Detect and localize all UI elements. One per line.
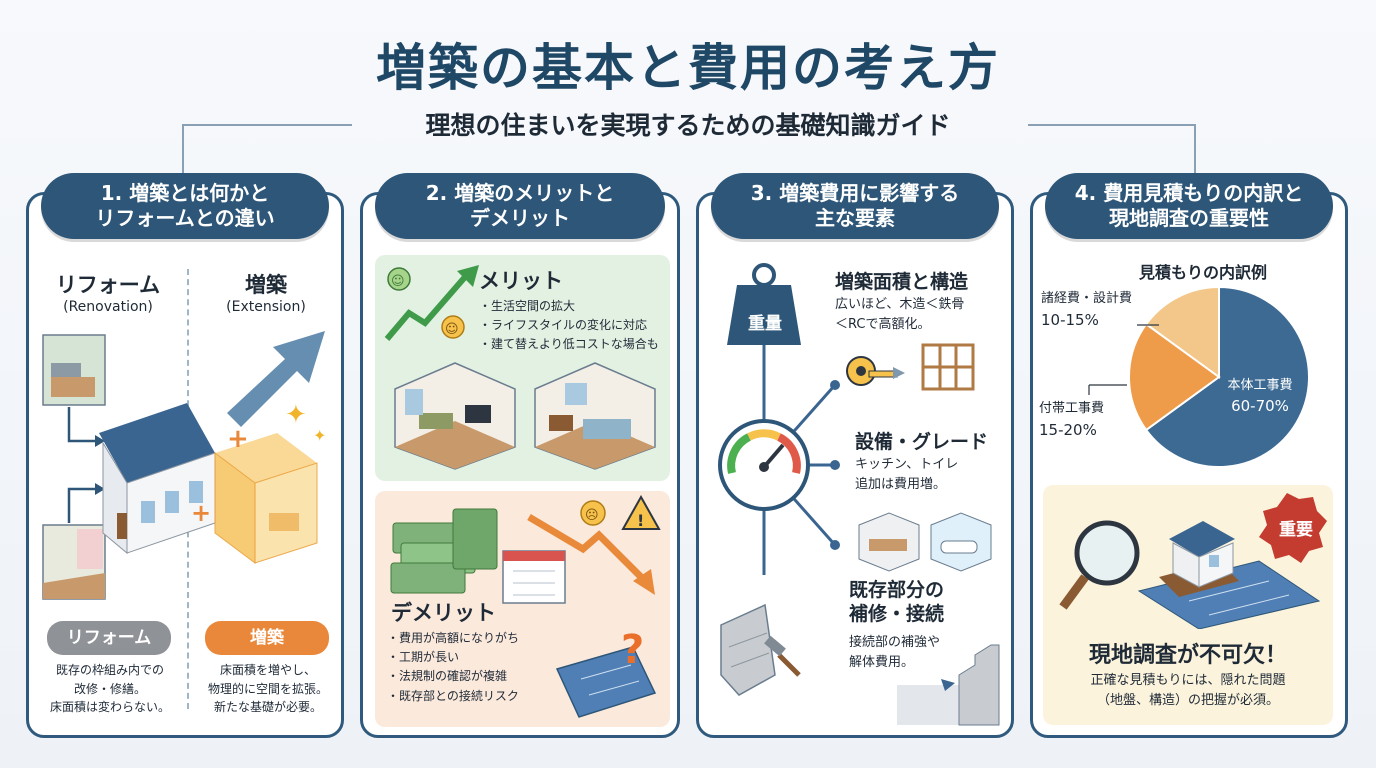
important-badge: 重要 <box>1279 520 1313 540</box>
house-model-icon <box>1159 521 1239 597</box>
pie-slice <box>1128 322 1221 432</box>
gauge-icon <box>718 419 810 511</box>
factor-connection-title: 既存部分の 補修・接続 <box>849 579 945 625</box>
survey-illustration <box>1059 493 1327 629</box>
frame-line-right-h <box>1028 124 1196 126</box>
slice-value: 15-20% <box>1039 420 1097 439</box>
bedroom-icon <box>534 362 656 470</box>
house-extension-illustration: + + ✦ ✦ <box>42 331 326 600</box>
factor-grade-desc: キッチン、トイレ 追加は費用増。 <box>855 457 959 493</box>
room-illustrations <box>394 362 656 470</box>
svg-text:☺: ☺ <box>445 322 459 337</box>
factor-area-title: 増築面積と構造 <box>835 271 969 293</box>
list-item: ライフスタイルの変化に対応 <box>479 316 667 335</box>
callout-title: 現地調査が不可欠！ <box>1088 643 1287 668</box>
page-title: 増築の基本と費用の考え方 <box>376 39 1000 97</box>
svg-text:+: + <box>191 499 211 527</box>
calendar-icon <box>502 550 566 604</box>
extension-description: 床面積を増やし、 物理的に空間を拡張。 新たな基礎が必要。 <box>207 663 328 715</box>
panel3-heading: 3. 増築費用に影響する 主な要素 <box>711 173 999 239</box>
list-item: 工期が長い <box>387 648 557 667</box>
svg-text:☺: ☺ <box>391 274 405 289</box>
callout-description: 正確な見積もりには、隠れた問題 （地盤、構造）の把握が必須。 <box>1090 673 1286 709</box>
panel1-heading: 1. 増築とは何かと リフォームとの違い <box>41 173 329 239</box>
slice-name: 付帯工事費 <box>1039 401 1105 416</box>
reform-pill: リフォーム <box>47 621 171 655</box>
panel-estimate-survey: 4. 費用見積もりの内訳と 現地調査の重要性 見積もりの内訳例 諸経費・設計費 … <box>1030 173 1348 738</box>
svg-text:?: ? <box>621 627 644 673</box>
demerit-section: ☹ ! デメリット 費用が高額になりがち 工期が長い 法規制の確認が複雑 既存部… <box>375 491 670 727</box>
broken-wall-icon <box>720 603 801 696</box>
slice-name: 諸経費・設計費 <box>1041 291 1133 306</box>
pie-slice <box>1144 285 1220 379</box>
svg-text:+: + <box>227 424 249 454</box>
svg-text:☹: ☹ <box>585 508 599 523</box>
panel4-heading: 4. 費用見積もりの内訳と 現地調査の重要性 <box>1045 173 1333 239</box>
money-stack-icon <box>390 508 498 594</box>
money-down-arrow-icon: ☹ ! <box>390 495 661 604</box>
frame-line-right-v <box>1194 124 1196 180</box>
kitchen-icon <box>858 512 920 572</box>
slice-value: 10-15% <box>1041 310 1099 329</box>
interior-thumbnail-wall <box>42 524 106 600</box>
house-frame-icon <box>921 343 975 391</box>
svg-text:✦: ✦ <box>285 400 307 430</box>
panel-merits-demerits: 2. 増築のメリットと デメリット ☺ ☺ メリット 生活空間の拡大 ライフスタ… <box>360 173 680 738</box>
bathroom-icon <box>930 512 992 572</box>
frame-line-left-v <box>182 124 184 180</box>
merit-title: メリット <box>479 269 563 293</box>
reform-subtitle: (Renovation) <box>63 299 153 315</box>
weight-icon <box>727 263 801 345</box>
merit-section: ☺ ☺ メリット 生活空間の拡大 ライフスタイルの変化に対応 建て替えより低コス… <box>375 255 670 481</box>
estimate-pie-chart <box>1088 285 1310 468</box>
panel2-heading: 2. 増築のメリットと デメリット <box>375 173 665 239</box>
svg-text:✦: ✦ <box>313 426 326 445</box>
growth-arrow-icon: ☺ ☺ <box>384 265 479 341</box>
reform-description: 既存の枠組み内での 改修・修繕。 床面積は変わらない。 <box>49 663 170 715</box>
frame-line-left-h <box>182 124 352 126</box>
list-item: 法規制の確認が複雑 <box>387 667 557 686</box>
merit-list: 生活空間の拡大 ライフスタイルの変化に対応 建て替えより低コストな場合も <box>479 297 667 355</box>
extension-subtitle: (Extension) <box>226 299 306 315</box>
demerit-list: 費用が高額になりがち 工期が長い 法規制の確認が複雑 既存部との接続リスク <box>387 629 557 706</box>
interior-thumbnail-kitchen <box>42 334 106 406</box>
site-survey-callout: 重要 現地調査が不可欠！ 正確な見積もりには、隠れた問題 （地盤、構造）の把握が… <box>1043 485 1333 725</box>
living-room-icon <box>394 362 516 470</box>
extension-title: 増築 <box>245 273 287 297</box>
svg-text:!: ! <box>637 511 644 530</box>
list-item: 生活空間の拡大 <box>479 297 667 316</box>
magnifier-icon <box>1059 520 1140 610</box>
weight-label: 重量 <box>748 314 782 334</box>
page-subtitle: 理想の住まいを実現するための基礎知識ガイド <box>425 111 951 140</box>
factor-connection-desc: 接続部の補強や 解体費用。 <box>849 635 941 671</box>
demerit-title: デメリット <box>391 601 496 625</box>
factor-grade-title: 設備・グレード <box>855 431 989 453</box>
tape-measure-icon <box>846 356 898 386</box>
list-item: 費用が高額になりがち <box>387 629 557 648</box>
extension-pill: 増築 <box>205 621 329 655</box>
stairs-icon <box>897 644 1000 726</box>
list-item: 既存部との接続リスク <box>387 687 557 706</box>
slice-label-ancillary: 付帯工事費 15-20% <box>1039 399 1104 441</box>
chart-title: 見積もりの内訳例 <box>1138 263 1267 282</box>
reform-title: リフォーム <box>55 273 161 297</box>
panel-reform-vs-extension: 1. 増築とは何かと リフォームとの違い リフォーム (Renovation) … <box>26 173 344 738</box>
cost-factor-diagram <box>718 263 1000 726</box>
blueprint-question-icon: ? <box>555 627 657 718</box>
slice-label-misc: 諸経費・設計費 10-15% <box>1041 289 1132 331</box>
slice-label-main: 本体工事費 60-70% <box>1201 377 1319 418</box>
pie-slice <box>1144 285 1310 468</box>
slice-value: 60-70% <box>1231 396 1289 415</box>
list-item: 建て替えより低コストな場合も <box>479 335 667 354</box>
important-badge-icon <box>1259 493 1327 563</box>
slice-name: 本体工事費 <box>1227 378 1293 393</box>
panel-cost-factors: 3. 増築費用に影響する 主な要素 <box>696 173 1014 738</box>
factor-area-desc: 広いほど、木造＜鉄骨 ＜RCで高額化。 <box>835 297 965 333</box>
